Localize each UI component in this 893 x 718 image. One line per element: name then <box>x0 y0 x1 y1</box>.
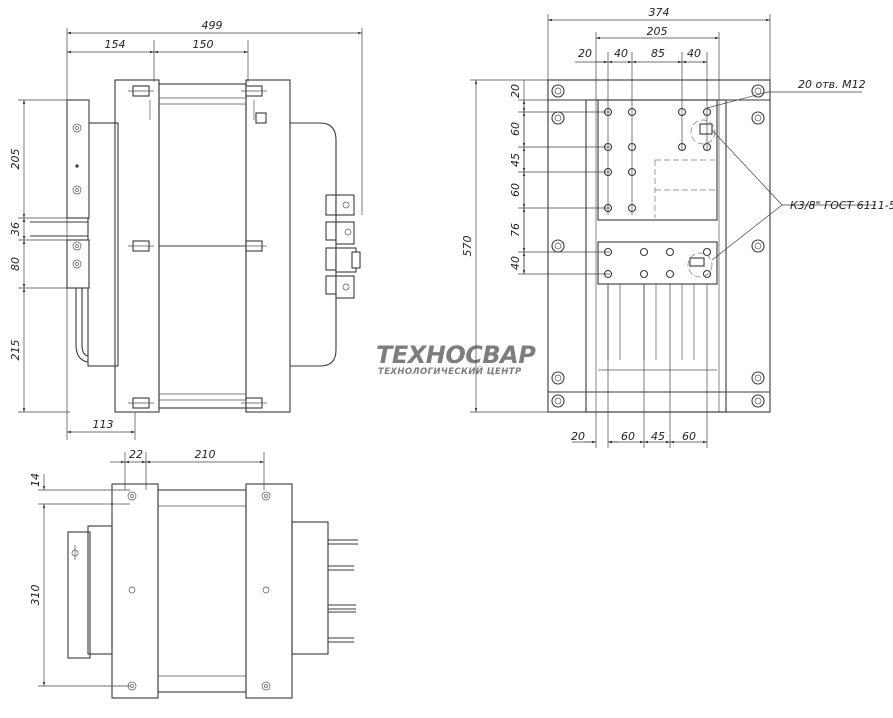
dim-215: 215 <box>9 340 22 361</box>
dim-205: 205 <box>9 149 22 170</box>
plan-dim-bot-60b: 60 <box>682 430 696 443</box>
plan-dim-top-40a: 40 <box>614 47 628 60</box>
mount-hole <box>751 84 765 98</box>
stud-mid-right <box>241 240 267 252</box>
side-dim-22: 22 <box>129 448 143 461</box>
dim-36: 36 <box>9 222 22 236</box>
plan-dim-top-40b: 40 <box>687 47 701 60</box>
callout-threads: К3/8" ГОСТ 6111-52 <box>790 199 893 212</box>
plan-dim-205: 205 <box>647 25 668 38</box>
terminal-holes-lower <box>603 247 713 279</box>
mount-hole <box>551 394 565 408</box>
side-dim-310: 310 <box>29 585 42 606</box>
plan-view: 374 205 20 40 85 40 570 <box>461 6 893 448</box>
stud-bot-left <box>128 397 154 409</box>
stud-bot-right <box>241 397 267 409</box>
plan-dim-v60b: 60 <box>509 183 522 197</box>
dim-150: 150 <box>193 38 214 51</box>
mount-hole <box>751 239 765 253</box>
stud-mid-left <box>128 240 154 252</box>
plan-dim-v60a: 60 <box>509 122 522 136</box>
mount-hole <box>751 394 765 408</box>
dim-154: 154 <box>105 38 126 51</box>
logo-tagline: ТЕХНОЛОГИЧЕСКИЙ ЦЕНТР <box>378 365 522 377</box>
callout-holes: 20 отв. М12 <box>798 78 866 91</box>
mount-hole <box>751 111 765 125</box>
plan-dim-v20: 20 <box>509 84 522 98</box>
logo-name: ТЕХНОСВАР <box>376 341 536 369</box>
plan-dim-570: 570 <box>461 236 474 257</box>
plan-dim-bot-60a: 60 <box>621 430 635 443</box>
terminal-holes-upper <box>603 107 716 213</box>
plan-dim-v76: 76 <box>509 223 522 237</box>
plan-dim-374: 374 <box>649 6 670 19</box>
stud-top-left <box>128 85 154 97</box>
company-logo: ТЕХНОСВАР ТЕХНОЛОГИЧЕСКИЙ ЦЕНТР <box>376 341 537 377</box>
front-view: 499 154 150 113 205 36 80 215 <box>9 19 363 440</box>
mount-hole <box>551 371 565 385</box>
plan-dim-v40: 40 <box>509 256 522 270</box>
plan-dim-top-85: 85 <box>651 47 665 60</box>
dim-499: 499 <box>202 19 223 32</box>
plan-dim-bot-20: 20 <box>571 430 585 443</box>
side-dim-14: 14 <box>29 473 42 487</box>
plan-dim-v45: 45 <box>509 153 522 167</box>
mount-hole <box>551 84 565 98</box>
side-view: 22 210 14 310 <box>29 448 358 699</box>
stud-top-right <box>241 85 267 97</box>
plan-dim-bot-45: 45 <box>651 430 665 443</box>
dim-113: 113 <box>93 418 114 431</box>
plan-dim-top-20: 20 <box>578 47 592 60</box>
mount-hole <box>551 111 565 125</box>
mount-hole <box>751 371 765 385</box>
mount-hole <box>551 239 565 253</box>
dim-80: 80 <box>9 257 22 271</box>
side-dim-210: 210 <box>195 448 216 461</box>
